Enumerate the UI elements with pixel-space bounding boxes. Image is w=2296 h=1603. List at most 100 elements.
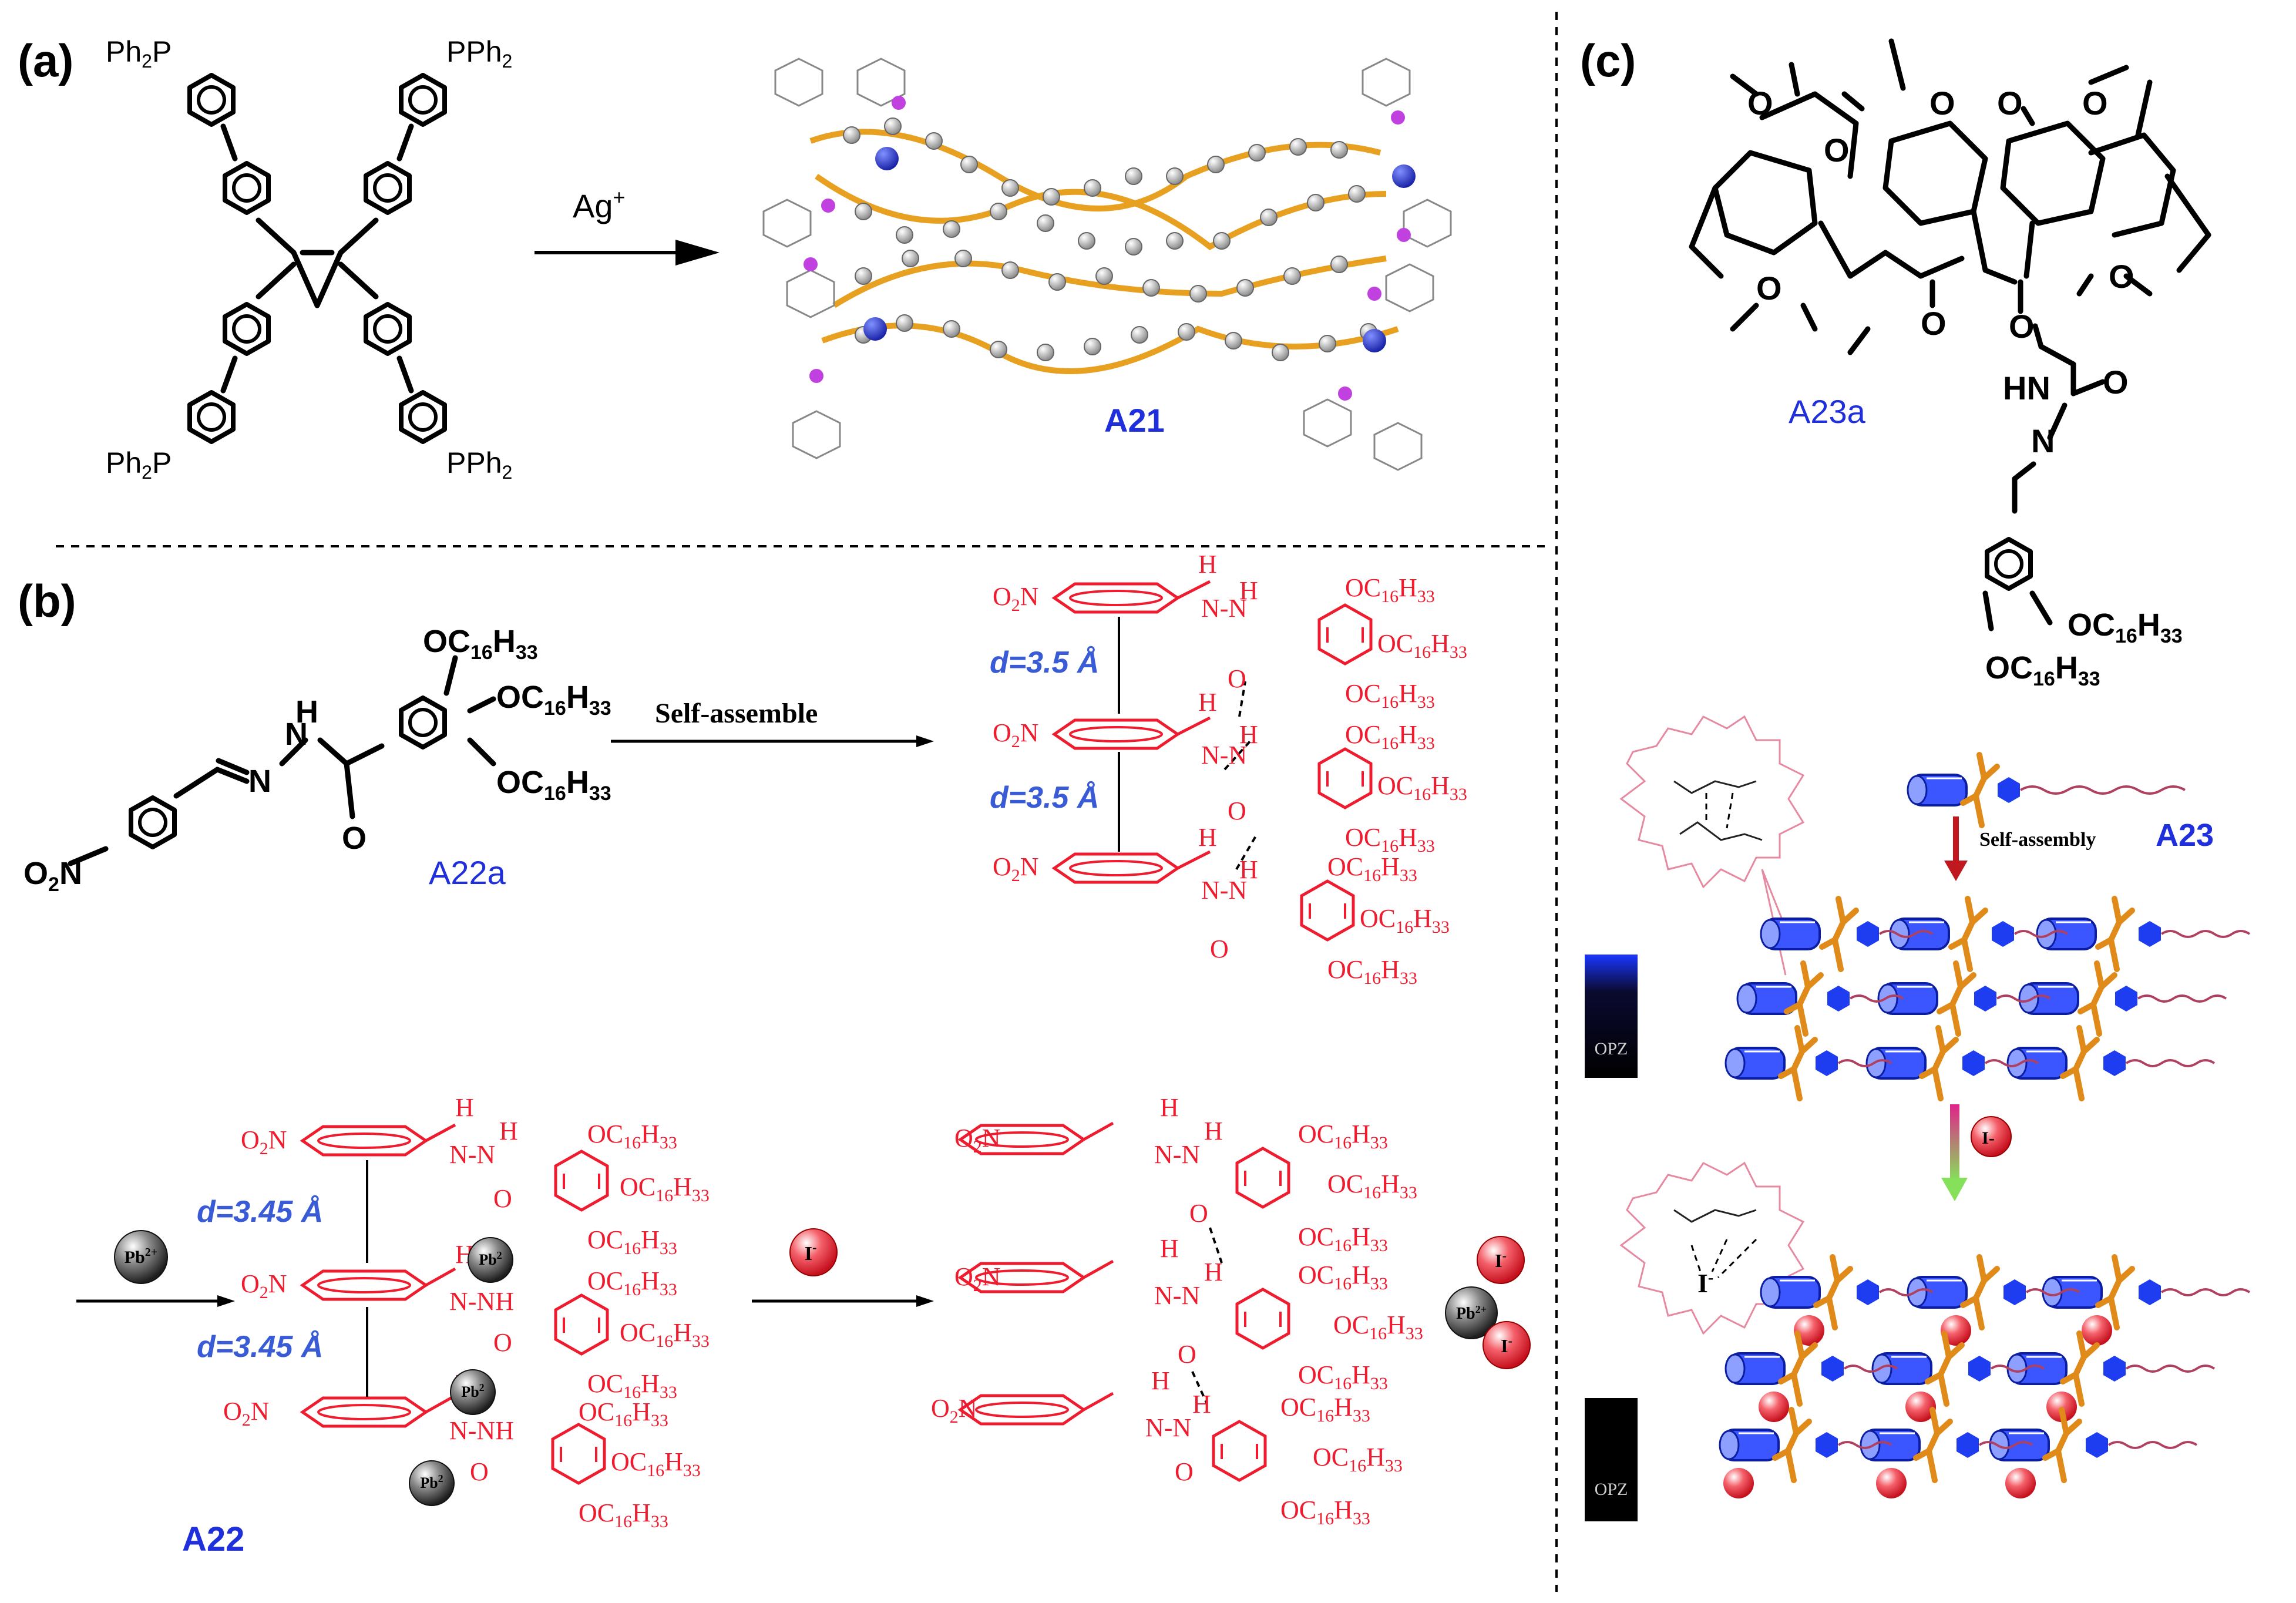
svg-text:O2N: O2N bbox=[241, 1269, 287, 1302]
svg-text:N-N: N-N bbox=[1154, 1281, 1200, 1310]
chains-stack-1: OC16H33 OC16H33 OC16H33 OC16H33 OC16H33 … bbox=[1327, 573, 1467, 988]
svg-text:O: O bbox=[1921, 305, 1947, 342]
svg-text:H: H bbox=[1198, 550, 1217, 579]
svg-text:N: N bbox=[285, 717, 308, 752]
panel-b: (b) O2N N N H O OC16H33 OC16H33 OC16H33 … bbox=[18, 550, 1531, 1558]
chain-a22a-1: OC16H33 bbox=[423, 624, 538, 664]
panel-a: (a) Ph2P PPh2 bbox=[18, 35, 1452, 483]
svg-text:N-N: N-N bbox=[1154, 1140, 1200, 1169]
svg-text:N-N: N-N bbox=[449, 1140, 495, 1169]
svg-text:N-NH: N-NH bbox=[449, 1287, 514, 1316]
svg-text:O2N: O2N bbox=[241, 1125, 287, 1158]
chains-stack-recovered: OC16H33 OC16H33 OC16H33 OC16H33 OC16H33 … bbox=[1280, 1120, 1423, 1528]
svg-text:N: N bbox=[2031, 422, 2055, 459]
svg-text:H: H bbox=[1204, 1117, 1223, 1145]
iodide-ion-sphere bbox=[789, 1228, 838, 1276]
svg-text:N-N: N-N bbox=[1201, 741, 1247, 769]
pbi2-product: I- Pb2+ I- bbox=[1445, 1236, 1531, 1369]
pb-ion-sphere bbox=[114, 1230, 168, 1284]
svg-text:O: O bbox=[493, 1328, 512, 1357]
panel-label-c: (c) bbox=[1580, 35, 1636, 86]
svg-text:Pb2+: Pb2+ bbox=[125, 1246, 157, 1267]
distance-label-2b: d=3.45 Å bbox=[197, 1330, 323, 1364]
svg-text:OC16H33: OC16H33 bbox=[1280, 1393, 1370, 1426]
chain-a22a-2: OC16H33 bbox=[496, 680, 611, 720]
self-assemble-label: Self-assemble bbox=[655, 698, 818, 729]
svg-text:O: O bbox=[342, 821, 367, 856]
compound-label-a23: A23 bbox=[2156, 818, 2214, 853]
svg-text:OC16H33: OC16H33 bbox=[1298, 1120, 1388, 1152]
svg-text:O: O bbox=[1747, 85, 1773, 122]
svg-text:OC16H33: OC16H33 bbox=[1280, 1496, 1370, 1528]
svg-text:OC16H33: OC16H33 bbox=[1377, 629, 1467, 662]
svg-text:H: H bbox=[1160, 1234, 1179, 1263]
svg-text:N-N: N-N bbox=[1201, 876, 1247, 905]
svg-text:I-: I- bbox=[1982, 1128, 1995, 1148]
tetrakis-phosphine-structure bbox=[190, 75, 445, 442]
nitro-group-a22a: O2N bbox=[23, 856, 82, 896]
self-assembly-cartoon: Self-assembly A23 OPZ bbox=[1585, 715, 2251, 1521]
svg-text:OC16H33: OC16H33 bbox=[611, 1447, 701, 1480]
panel-label-b: (b) bbox=[18, 575, 76, 627]
svg-text:O2N: O2N bbox=[954, 1124, 1001, 1157]
svg-text:O: O bbox=[1997, 85, 2023, 122]
svg-text:H: H bbox=[1204, 1258, 1223, 1286]
compound-label-a22: A22 bbox=[182, 1520, 244, 1558]
svg-text:O: O bbox=[2009, 308, 2035, 345]
chain-a23a-1: OC16H33 bbox=[2068, 607, 2183, 647]
svg-text:OC16H33: OC16H33 bbox=[1327, 955, 1417, 988]
svg-text:OC16H33: OC16H33 bbox=[1345, 823, 1435, 856]
svg-text:O: O bbox=[1189, 1199, 1208, 1228]
svg-text:N-N: N-N bbox=[1145, 1413, 1191, 1442]
svg-text:OC16H33: OC16H33 bbox=[1345, 720, 1435, 753]
svg-text:O: O bbox=[1756, 270, 1782, 307]
svg-text:N-NH: N-NH bbox=[449, 1416, 514, 1445]
svg-text:O: O bbox=[2103, 364, 2129, 401]
vial-before bbox=[1585, 955, 1638, 1078]
compound-label-a23a: A23a bbox=[1789, 393, 1866, 430]
svg-text:H: H bbox=[1192, 1390, 1211, 1419]
svg-text:OC16H33: OC16H33 bbox=[1298, 1360, 1388, 1393]
assembly-stack-pb bbox=[302, 1123, 607, 1483]
svg-text:H: H bbox=[1198, 823, 1217, 852]
substituent-top-right: PPh2 bbox=[446, 35, 512, 72]
chain-a23a-2: OC16H33 bbox=[1985, 650, 2100, 690]
svg-text:O: O bbox=[470, 1457, 489, 1486]
svg-text:O2N: O2N bbox=[931, 1394, 977, 1427]
svg-text:H: H bbox=[1160, 1093, 1179, 1122]
assembly-stack-recovered bbox=[960, 1121, 1289, 1480]
svg-text:O: O bbox=[1228, 797, 1246, 825]
svg-text:OC16H33: OC16H33 bbox=[1327, 1170, 1417, 1202]
compound-label-a21: A21 bbox=[1104, 402, 1165, 439]
reaction-arrowhead-a bbox=[675, 240, 720, 266]
svg-text:OC16H33: OC16H33 bbox=[620, 1318, 710, 1351]
svg-text:H: H bbox=[295, 694, 318, 730]
svg-text:OC16H33: OC16H33 bbox=[1298, 1261, 1388, 1293]
assembly-stack-1 bbox=[1054, 580, 1371, 940]
svg-text:H: H bbox=[499, 1117, 518, 1145]
monomer-a23a-structure bbox=[1689, 38, 2211, 631]
svg-text:OC16H33: OC16H33 bbox=[1327, 852, 1417, 885]
svg-text:O2N: O2N bbox=[993, 718, 1039, 751]
svg-text:N-N: N-N bbox=[1201, 594, 1247, 623]
svg-text:OC16H33: OC16H33 bbox=[579, 1498, 668, 1531]
svg-text:OC16H33: OC16H33 bbox=[1377, 771, 1467, 804]
svg-text:OC16H33: OC16H33 bbox=[579, 1397, 668, 1430]
panel-c: (c) bbox=[1580, 35, 2251, 1521]
svg-text:O: O bbox=[1228, 664, 1246, 693]
svg-text:OC16H33: OC16H33 bbox=[1333, 1310, 1423, 1343]
svg-text:OPZ: OPZ bbox=[1595, 1039, 1628, 1058]
svg-text:O: O bbox=[1929, 85, 1955, 122]
distance-label-1b: d=3.5 Å bbox=[990, 781, 1099, 815]
svg-text:H: H bbox=[1239, 855, 1258, 884]
svg-text:N: N bbox=[248, 764, 271, 799]
distance-label-1a: d=3.5 Å bbox=[990, 646, 1099, 680]
svg-text:O2N: O2N bbox=[993, 582, 1039, 615]
svg-text:H: H bbox=[1239, 720, 1258, 749]
substituent-top-left: Ph2P bbox=[106, 35, 172, 72]
svg-text:OC16H33: OC16H33 bbox=[1345, 679, 1435, 712]
svg-text:OC16H33: OC16H33 bbox=[1360, 904, 1450, 937]
monomer-a22a-structure bbox=[68, 655, 496, 866]
svg-text:OC16H33: OC16H33 bbox=[587, 1225, 677, 1258]
